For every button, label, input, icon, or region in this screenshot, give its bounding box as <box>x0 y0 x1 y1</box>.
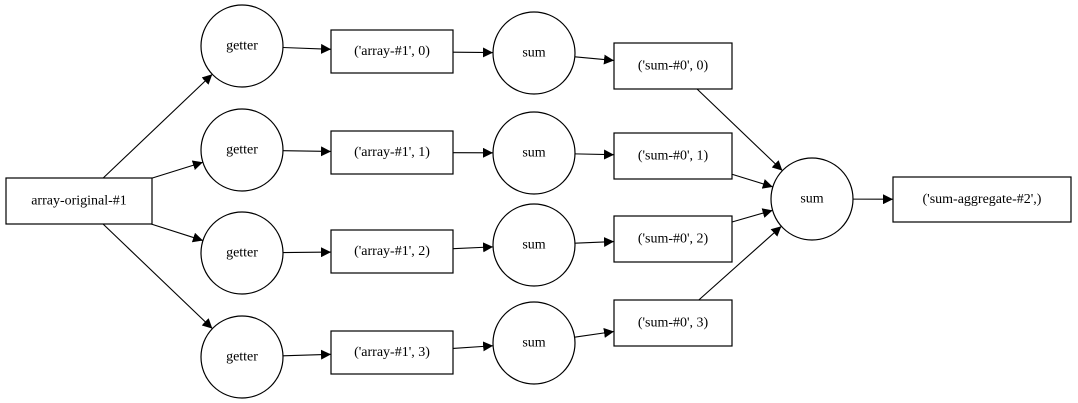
node-rect <box>892 176 1072 223</box>
node-label: sum <box>522 336 545 351</box>
edge-r2-to-sagg <box>731 208 773 223</box>
task-node-g2: getter <box>200 211 284 295</box>
node-rect <box>330 130 454 175</box>
task-node-g0: getter <box>200 4 284 88</box>
node-circle <box>200 211 284 295</box>
node-label: ('sum-#0', 1) <box>638 149 709 164</box>
edge-g3-to-a3 <box>282 349 332 360</box>
node-circle <box>492 111 576 195</box>
node-circle <box>200 108 284 192</box>
node-rect <box>330 229 454 274</box>
node-label: sum <box>522 146 545 161</box>
node-label: array-original-#1 <box>31 194 127 209</box>
node-rect <box>613 42 733 90</box>
edge-src-to-g2 <box>150 223 204 243</box>
edge-src-to-g1 <box>151 160 204 179</box>
node-rect <box>330 330 454 375</box>
edge-s1-to-r1 <box>574 149 615 160</box>
node-circle <box>770 157 854 241</box>
edge-s2-to-r2 <box>574 236 615 247</box>
node-label: ('sum-#0', 2) <box>638 232 709 247</box>
node-label: ('array-#1', 2) <box>354 244 430 259</box>
node-label: ('array-#1', 0) <box>354 44 430 59</box>
node-rect <box>613 299 733 347</box>
node-label: getter <box>226 143 258 158</box>
data-node-a3: ('array-#1', 3) <box>330 330 454 375</box>
edge-a3-to-s3 <box>452 341 494 352</box>
data-node-r2: ('sum-#0', 2) <box>613 215 733 263</box>
data-node-r1: ('sum-#0', 1) <box>613 132 733 180</box>
node-circle <box>200 315 284 399</box>
edge-s3-to-r3 <box>574 327 615 338</box>
task-node-s0: sum <box>492 11 576 95</box>
edge-src-to-g0 <box>102 73 213 179</box>
node-label: getter <box>226 246 258 261</box>
task-node-s2: sum <box>492 203 576 287</box>
task-node-s3: sum <box>492 301 576 385</box>
node-label: sum <box>522 238 545 253</box>
edge-g0-to-a0 <box>282 43 332 54</box>
task-node-g3: getter <box>200 315 284 399</box>
edge-layer <box>102 43 894 360</box>
data-node-a2: ('array-#1', 2) <box>330 229 454 274</box>
edge-src-to-g3 <box>102 223 213 330</box>
node-label: ('array-#1', 3) <box>354 345 430 360</box>
node-layer: array-original-#1 getter getter getter gette… <box>5 4 1072 399</box>
node-circle <box>492 11 576 95</box>
node-label: getter <box>226 350 258 365</box>
edge-r1-to-sagg <box>731 173 773 189</box>
node-label: ('sum-#0', 0) <box>638 59 709 74</box>
node-label: ('sum-aggregate-#2',) <box>923 192 1042 207</box>
data-node-a1: ('array-#1', 1) <box>330 130 454 175</box>
edge-g1-to-a1 <box>282 146 332 157</box>
task-node-sagg: sum <box>770 157 854 241</box>
edge-a2-to-s2 <box>452 242 494 253</box>
node-label: getter <box>226 39 258 54</box>
data-node-src: array-original-#1 <box>5 177 153 225</box>
node-label: ('sum-#0', 3) <box>638 316 709 331</box>
edge-s0-to-r0 <box>574 54 615 65</box>
node-rect <box>5 177 153 225</box>
node-circle <box>200 4 284 88</box>
task-node-s1: sum <box>492 111 576 195</box>
node-label: sum <box>800 192 823 207</box>
task-node-g1: getter <box>200 108 284 192</box>
edge-r0-to-sagg <box>696 88 783 172</box>
node-circle <box>492 203 576 287</box>
node-label: sum <box>522 46 545 61</box>
node-rect <box>613 215 733 263</box>
data-node-a0: ('array-#1', 0) <box>330 29 454 74</box>
edge-r3-to-sagg <box>698 225 782 301</box>
node-rect <box>613 132 733 180</box>
data-node-r3: ('sum-#0', 3) <box>613 299 733 347</box>
node-label: ('array-#1', 1) <box>354 145 430 160</box>
data-node-out: ('sum-aggregate-#2',) <box>892 176 1072 223</box>
data-node-r0: ('sum-#0', 0) <box>613 42 733 90</box>
node-circle <box>492 301 576 385</box>
node-rect <box>330 29 454 74</box>
